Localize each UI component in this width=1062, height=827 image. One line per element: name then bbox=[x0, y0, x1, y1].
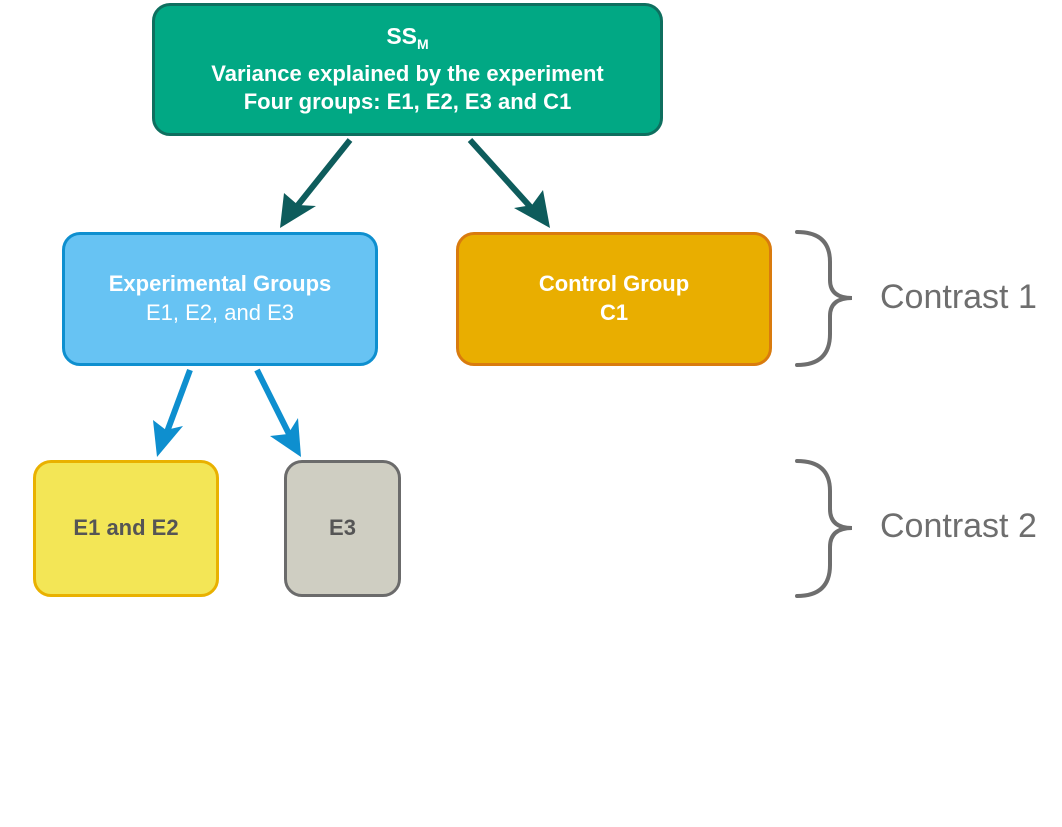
ssm-title-main: SS bbox=[386, 23, 417, 50]
contrast-2-label: Contrast 2 bbox=[880, 507, 1037, 545]
e3-node: E3 bbox=[284, 460, 401, 597]
e1-e2-label: E1 and E2 bbox=[73, 515, 179, 541]
ssm-groups: Four groups: E1, E2, E3 and C1 bbox=[243, 89, 572, 115]
control-group-title: Control Group bbox=[538, 271, 690, 297]
ssm-title: SSM bbox=[386, 22, 428, 53]
brace-contrast-2 bbox=[795, 459, 853, 598]
control-group-members: C1 bbox=[599, 300, 629, 325]
ssm-node: SSM Variance explained by the experiment… bbox=[152, 3, 663, 136]
contrast-1-label: Contrast 1 bbox=[880, 278, 1037, 316]
experimental-groups-members: E1, E2, and E3 bbox=[146, 300, 294, 325]
e1-e2-node: E1 and E2 bbox=[33, 460, 219, 597]
experimental-groups-title: Experimental Groups bbox=[108, 271, 332, 297]
arrow-ssm-to-control bbox=[467, 137, 550, 228]
ssm-description: Variance explained by the experiment bbox=[211, 60, 604, 86]
arrow-experimental-to-e1e2 bbox=[153, 368, 193, 457]
brace-contrast-1 bbox=[795, 230, 853, 367]
e3-label: E3 bbox=[329, 515, 356, 541]
arrow-experimental-to-e3 bbox=[254, 368, 301, 457]
control-group-node: Control Group C1 bbox=[456, 232, 772, 366]
arrow-ssm-to-experimental bbox=[280, 138, 353, 228]
ssm-title-subscript: M bbox=[417, 36, 429, 53]
experimental-groups-node: Experimental Groups E1, E2, and E3 bbox=[62, 232, 378, 366]
